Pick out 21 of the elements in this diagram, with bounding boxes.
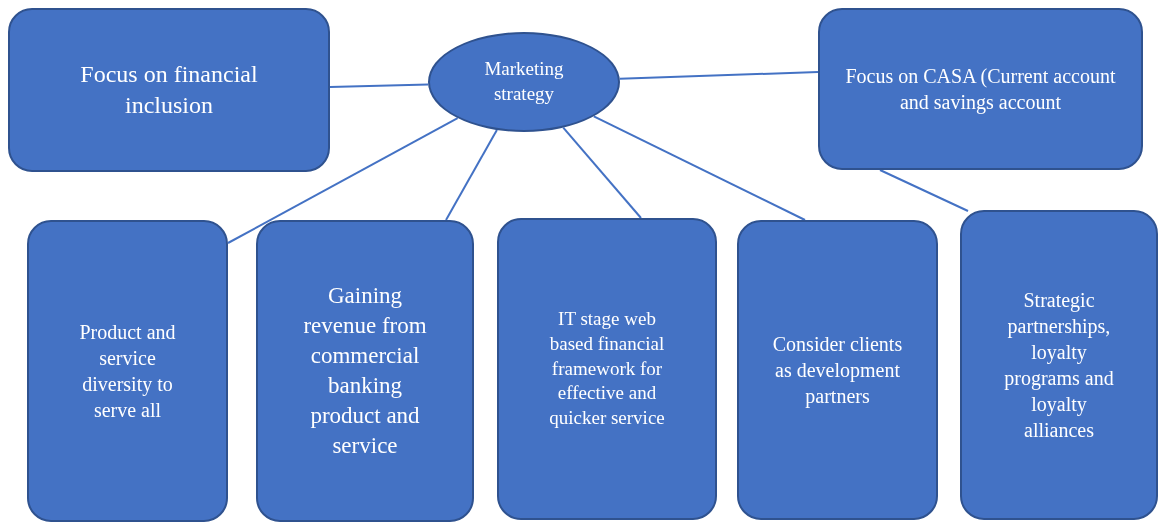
rounded-box (497, 218, 717, 520)
node-text: Consider clients as development partners (771, 332, 904, 409)
rounded-box (8, 8, 330, 172)
rounded-box (818, 8, 1143, 170)
connector-line (227, 117, 459, 244)
node-text: Gaining revenue from commercial banking product and service (302, 282, 428, 460)
rounded-box (256, 220, 474, 522)
rounded-box (960, 210, 1158, 520)
node-text: Product and service diversity to serve all (78, 320, 177, 423)
rounded-box (737, 220, 938, 520)
connector-line (618, 71, 819, 80)
node-text: Strategic partnerships, loyalty programs and loyalty alliances (1003, 288, 1115, 443)
node-text: IT stage web based financial framework for effective and quicker service (548, 307, 666, 431)
connector-line (592, 115, 806, 221)
node-text: Focus on CASA (Current account and savings account (844, 64, 1117, 115)
connector-line (329, 83, 430, 88)
connector-line (879, 169, 969, 212)
node-text: Focus on financial inclusion (79, 59, 259, 120)
rounded-box (27, 220, 228, 522)
node-text: Marketing strategy (483, 57, 565, 106)
connector-line (562, 126, 642, 219)
